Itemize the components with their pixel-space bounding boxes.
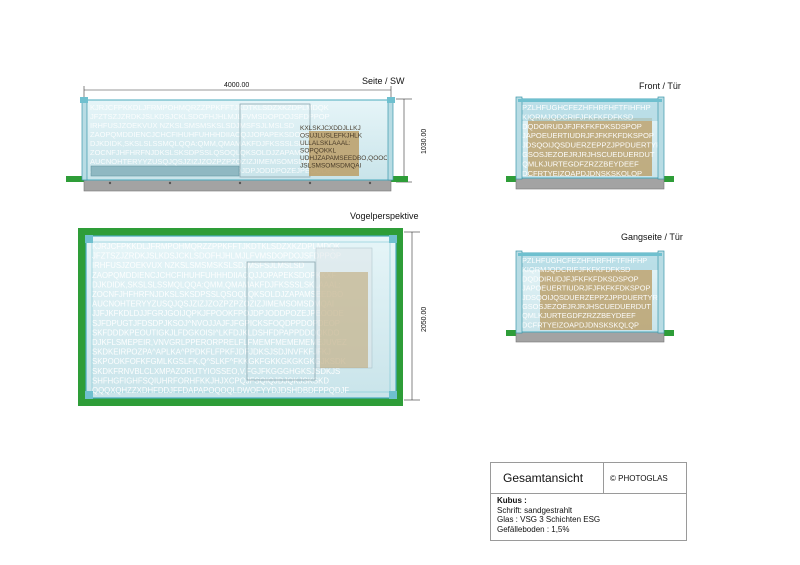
front-door-text-line: GSOSJEZOEJRJRJHSCUEDUERDUT: [522, 150, 655, 159]
front-door-text-line: QMLKJURTEGDFZRZZBEYDEEF: [522, 159, 639, 168]
top-view: KJRJCFPKKDLJFRMPOHMQRZZPPKFFTJKDTKLSDZXK…: [78, 228, 420, 406]
top-glass-text-line: KJRJCFPKKDLJFRMPOHMQRZZPPKFFTJKDTKLSDZXK…: [92, 242, 341, 251]
top-glass-text-line: IRHFUSJZOEKVUX NZKSLSMSMSKSLSDJMSFSJLMSL…: [92, 261, 305, 270]
title-block: Gesamtansicht © PHOTOGLAS Kubus : Schrif…: [490, 462, 687, 541]
side-glass-text-line: DJKDIDK,SKSLSLSSMQLQQA:QMM,QMAMAKFDJFKSS…: [90, 139, 329, 148]
front-door-text-line: KIQRMJQDCRIFJFKFKFDFKSD: [522, 112, 634, 121]
top-glass-text-line: DJKDIDK,SKSLSLSSMQLQQA:QMM,QMAMAKFDJFKSS…: [92, 280, 341, 289]
side-panel-text-line: UDHJZAPAMSEEDBO,QOOOPOP: [300, 155, 402, 162]
object-label: Kubus :: [497, 496, 527, 505]
top-glass-text-line: SKDKFRNVBLCLXMPAZORUTYIOSSEO,V,FGJFKGGGH…: [92, 367, 340, 376]
aisle-door-panel: [540, 270, 652, 330]
top-view-label: Vogelperspektive: [350, 211, 419, 221]
front-view: PZLHFUGHCFEZHFHRFHFTFIHFHPKIQRMJQDCRIFJF…: [506, 96, 674, 190]
aisle-door-text-line: JDSQOIJQSDUERZEPPZJPPDUERTYR: [522, 293, 658, 302]
top-glass-text-line: JFZTSZJZRDKJSLKDSJCKLSDOFHJHLMJLFVMSDOPD…: [92, 252, 341, 261]
spec-list: Kubus : Schrift: sandgestrahlt Glas : VS…: [497, 496, 600, 534]
front-door-text-line: DQDOIRUDJFJFKFKFDKSDSPOP: [522, 122, 642, 131]
spec-line-2: Glas : VSG 3 Schichten ESG: [497, 515, 601, 525]
front-door-text-line: DCFRTYEIZOAPDJDNSKSKQLQP: [522, 169, 642, 178]
side-glass-text-line: KJRJCFPKKDLJFRMPOHMQRZZPPKFFTJKDTKLSDZXK…: [90, 103, 329, 112]
top-glass-text-line: QQQXQHZZXDHFDDJFFDAPAPOQOQLDWOFYYDJDSHDB…: [92, 386, 349, 395]
side-glass-text-line: JFZTSZJZRDKJSLKDSJCKLSDOFHJHLMJLFVMSDOPD…: [90, 112, 330, 121]
front-door-text-line: JAPOEUERTIUDRJFJFKFKFDKSPOP: [522, 131, 654, 140]
side-panel-text-line: OSUJLUSLEFKJHLK: [300, 133, 363, 140]
spec-line-3: Gefälleboden : 1,5%: [497, 524, 570, 534]
side-length-dimension: 4000.00: [224, 82, 250, 89]
top-glass-text-line: SKDKEIRPOZPA^APLKA^PPDKFLFPKFJDFJDKSJSDJ…: [92, 348, 331, 357]
side-panel-text-line: KXLSKJCXDDJLLKJ: [300, 125, 361, 132]
brand-name: © PHOTOGLAS: [610, 474, 668, 483]
top-glass-text-line: DJKFLSMEPEIR,VNVGRLPPERORPRELFLFMEMFMEME…: [92, 338, 347, 347]
side-glass-text-line: AUCNOHTERYYZUSQJQSJZIZJZOZPZPZOZIZJIMEMS…: [90, 157, 323, 166]
top-glass-text-line: SKPOOKFOFKFGMLKGSLFK,Q^SLKF^FKKGKFGKKGKG…: [92, 357, 347, 366]
aisle-door-text-line: JAPOEUERTIUDRJFJFKFKFDKSPOP: [522, 284, 650, 293]
side-panel-text-line: SOPQOKKL: [300, 148, 337, 155]
drawing-title: Gesamtansicht: [503, 471, 584, 485]
top-glass-text-line: SKFDDDKPEOUTIGKJLFDGKOISI^LKFDJKLDSHFDPA…: [92, 328, 339, 337]
top-glass-text-line: SJFDPUGTJFDSDPJKSOJ^NVOJJAJFJFGPICKSFOQD…: [92, 319, 340, 328]
side-interior-panel: [309, 131, 359, 176]
aisle-door-text-line: PZLHFUGHCFEZHFHRFHFTFIHFHP: [522, 256, 647, 265]
top-glass-text-line: JJFJKFKDLDJJFGRJGOIJQPKJFPOOKFPOJDPJODDP…: [92, 309, 344, 318]
aisle-view-label: Gangseite / Tür: [621, 232, 683, 242]
top-glass-text-line: ZOCNFJHFHRFNJDKSLSKSDPSSLQSOQLQKSOLDJZAP…: [92, 290, 343, 299]
side-glass-text-line: ZOCNFJHFHRFNJDKSLSKSDPSSLQSOQLQKSOLDJZAP…: [90, 148, 332, 157]
aisle-door-text-line: KIQRMJQDCRIFJFKFKFDFKSD: [522, 265, 630, 274]
front-view-label: Front / Tür: [639, 81, 681, 91]
front-door-text-line: JDSQOIJQSDUERZEPPZJPPDUERTYR: [522, 141, 662, 150]
aisle-base: [515, 330, 665, 343]
side-panel-text-line: JSLSMSOMSDMQAI: [300, 163, 362, 170]
aisle-view: PZLHFUGHCFEZHFHRFHFTFIHFHPKIQRMJQDCRIFJF…: [506, 250, 674, 343]
front-base: [515, 176, 665, 190]
top-interior-panel: [320, 272, 368, 368]
aisle-door-text-line: DQDOIRUDJFJFKFKFDKSDSPOP: [522, 274, 639, 283]
aisle-door-text-line: QMLKJURTEGDFZRZZBEYDEEF: [522, 311, 636, 320]
aisle-door-text-line: GSOSJEZOEJRJRJHSCUEDUERDUT: [522, 302, 651, 311]
spec-line-1: Schrift: sandgestrahlt: [497, 505, 573, 515]
top-glass-text-line: AUCNOHTERYYZUSQJQSJZIZJZOZPZPZOZIZJIMEMS…: [92, 300, 334, 309]
side-view-label: Seite / SW: [362, 76, 405, 86]
side-view: KJRJCFPKKDLJFRMPOHMQRZZPPKFFTJKDTKLSDZXK…: [66, 86, 412, 192]
side-panel-text-line: ULLALSKLAAAL:: [300, 140, 351, 147]
aisle-door-text-line: DCFRTYEIZOAPDJDNSKSKQLQP: [522, 320, 639, 329]
top-glass-text-line: SHFHGFIGHFSQIUHRFORHFKKJHJXCPQJFSQIQJDJQ…: [92, 376, 329, 385]
front-door-text-line: PZLHFUGHCFEZHFHRFHFTFIHFHP: [522, 103, 651, 112]
top-glass-text-line: ZAOPQMDDIENCJCHCFIHUHFUHHHDIIACQJJOPAPEK…: [92, 271, 336, 280]
front-door-panel: [528, 118, 652, 176]
side-glass-text-line: ZAOPQMDDIENCJCHCFIHUHFUHHHDIIACQJJOPAPEK…: [90, 130, 325, 139]
side-glass-text-line: IRHFUSJZOEKVUX NZKSLSMSMSKSLSDJMSFSJLMSL…: [90, 121, 295, 130]
